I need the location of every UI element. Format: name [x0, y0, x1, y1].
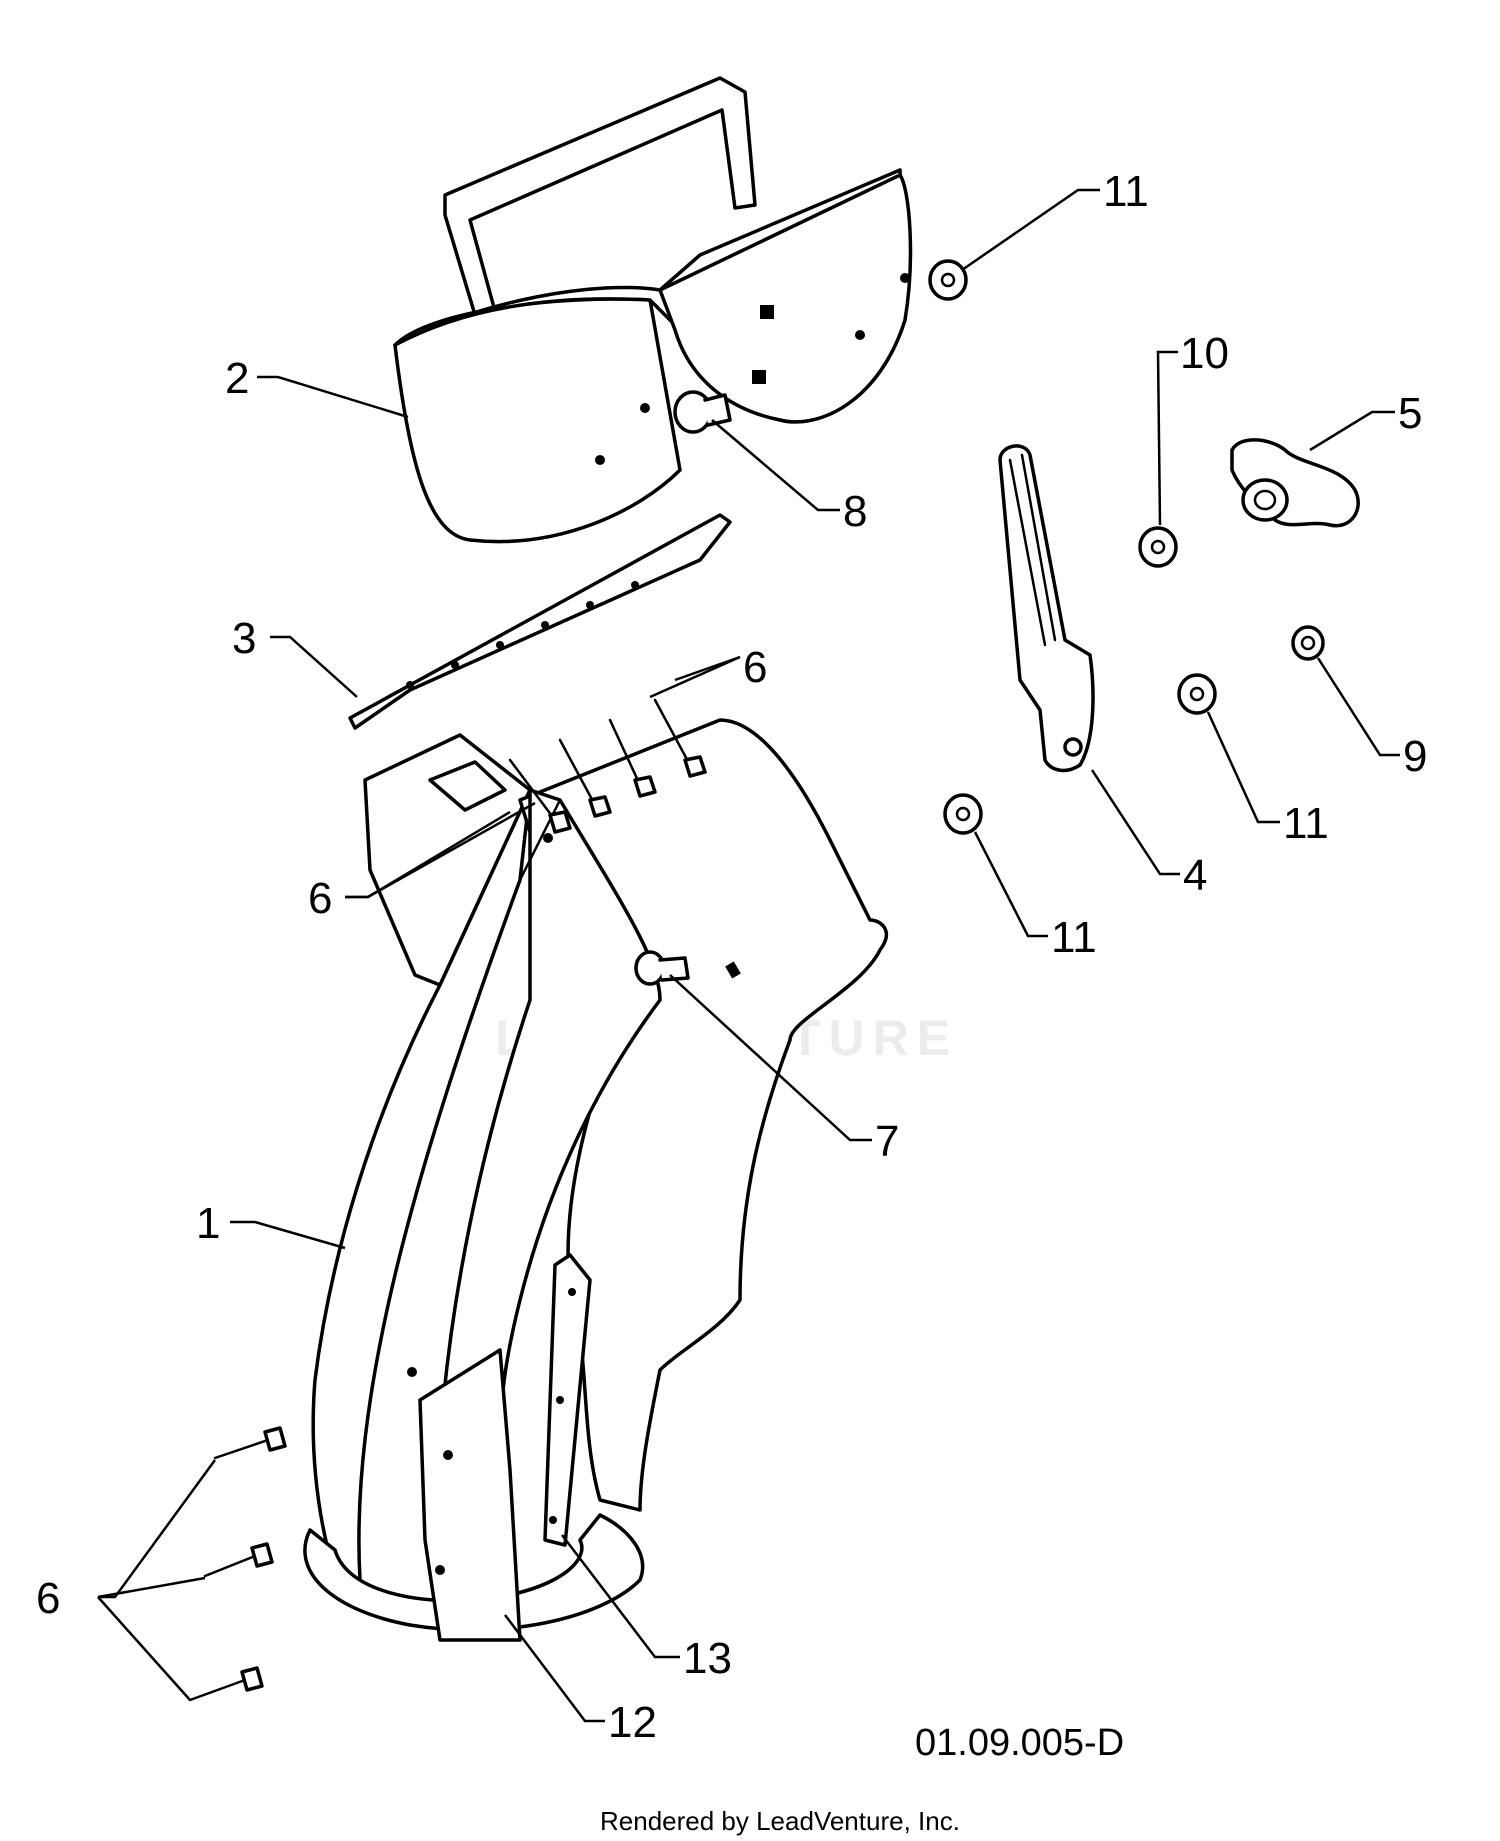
- part-1-chute: [303, 718, 888, 1632]
- callout-1: 1: [196, 1199, 220, 1248]
- deflector-square-hole: [760, 305, 774, 319]
- part-2-deflector: [393, 76, 913, 544]
- part-10-washer: [1138, 526, 1178, 568]
- callout-12: 12: [608, 1698, 657, 1747]
- deflector-hole: [855, 330, 865, 340]
- part-7-pin: [634, 950, 690, 986]
- chute-square-opening: [428, 760, 507, 812]
- callout-13: 13: [683, 1634, 732, 1683]
- footer-credit: Rendered by LeadVenture, Inc.: [600, 1806, 960, 1836]
- leader-lines: [97, 188, 1400, 1723]
- part-8-pin: [673, 390, 732, 434]
- callout-6-rivets: 6: [36, 1574, 60, 1623]
- part-12-liner-plate: [418, 1348, 522, 1642]
- deflector-square-hole: [752, 370, 766, 384]
- deflector-hole: [900, 273, 910, 283]
- part-9-nut: [1291, 625, 1325, 661]
- part-11-washer-mid: [1177, 673, 1217, 715]
- callout-6-left: 6: [308, 874, 332, 923]
- part-3-scraper-blade: [348, 513, 732, 730]
- part-4-bracket: [998, 444, 1095, 773]
- callout-8: 8: [843, 487, 867, 536]
- part-11-washer-top: [928, 259, 968, 301]
- deflector-side-left: [393, 297, 682, 544]
- part-5-knob: [1230, 438, 1360, 528]
- callout-3: 3: [232, 614, 256, 663]
- callout-9: 9: [1403, 732, 1427, 781]
- deflector-hole: [640, 403, 650, 413]
- callout-7: 7: [875, 1117, 899, 1166]
- callout-11-mid: 11: [1283, 799, 1329, 848]
- callout-10: 10: [1180, 329, 1229, 378]
- callout-4: 4: [1183, 851, 1207, 900]
- deflector-hole: [595, 455, 605, 465]
- callout-11-low: 11: [1051, 913, 1097, 962]
- chute-outer-wall: [311, 788, 532, 1582]
- callout-6-top: 6: [743, 643, 767, 692]
- part-13-strip-plate: [543, 1253, 592, 1547]
- deflector-side-right: [658, 173, 913, 424]
- part-11-washer-low: [943, 793, 983, 835]
- drawing-reference: 01.09.005-D: [915, 1722, 1124, 1764]
- part-6-rivets-top: [508, 698, 707, 834]
- callout-2: 2: [225, 354, 249, 403]
- callout-5: 5: [1398, 389, 1422, 438]
- part-6-rivets-left: [188, 1426, 287, 1702]
- callout-11-top: 11: [1103, 167, 1149, 216]
- callout-labels: 2 3 1 6 6 6 7 8 11 10 5 9 11 4 11 13 12: [36, 167, 1427, 1747]
